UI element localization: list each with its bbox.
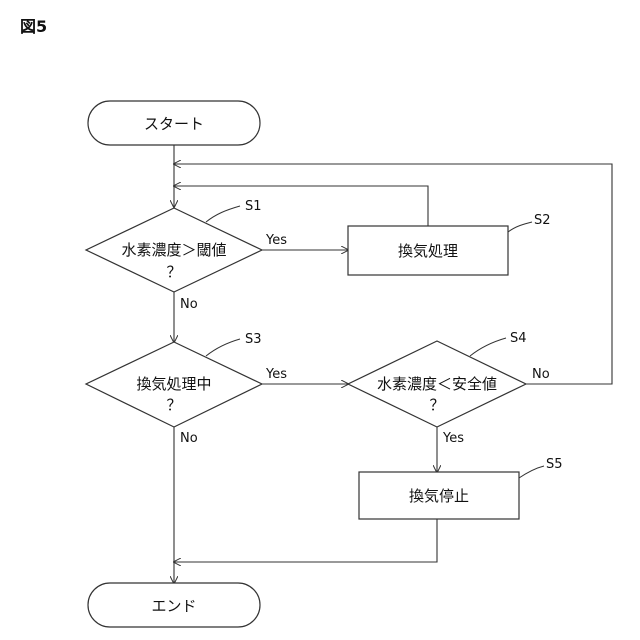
s4-decision: 水素濃度＜安全値 ？ S4 [348, 331, 527, 427]
s1-leader [206, 206, 240, 222]
figure-label: 図5 [20, 17, 47, 36]
s1-text-line1: 水素濃度＞閾値 [121, 241, 226, 259]
s5-step-label: S5 [546, 457, 563, 472]
s5-leader [519, 466, 544, 478]
s4-step-label: S4 [510, 331, 527, 346]
s4-no-label: No [532, 367, 550, 382]
s3-text-line2: ？ [166, 396, 181, 414]
s1-no-label: No [180, 297, 198, 312]
s3-no-label: No [180, 431, 198, 446]
s3-decision: 換気処理中 ？ S3 [86, 332, 262, 427]
s1-text-line2: ？ [166, 263, 181, 281]
s4-text-line1: 水素濃度＜安全値 [377, 375, 497, 393]
s2-leader [508, 222, 532, 232]
s4-yes-label: Yes [442, 431, 464, 446]
end-label: エンド [151, 597, 196, 615]
s3-text-line1: 換気処理中 [136, 375, 211, 393]
start-terminal: スタート [88, 101, 260, 145]
edge-s5-to-merge [174, 519, 437, 562]
start-label: スタート [144, 115, 204, 133]
s3-yes-label: Yes [265, 367, 287, 382]
s5-text: 換気停止 [409, 487, 469, 505]
s1-yes-label: Yes [265, 233, 287, 248]
s4-leader [470, 338, 506, 356]
s1-step-label: S1 [245, 199, 262, 214]
s3-leader [206, 339, 240, 356]
s3-step-label: S3 [245, 332, 262, 347]
end-terminal: エンド [88, 583, 260, 627]
s4-text-line2: ？ [429, 396, 444, 414]
s5-process: 換気停止 S5 [359, 457, 563, 519]
s1-decision: 水素濃度＞閾値 ？ S1 [86, 199, 262, 292]
s2-text: 換気処理 [398, 242, 458, 260]
s2-process: 換気処理 S2 [348, 213, 551, 275]
s2-step-label: S2 [534, 213, 551, 228]
edge-s2-return [174, 186, 428, 226]
